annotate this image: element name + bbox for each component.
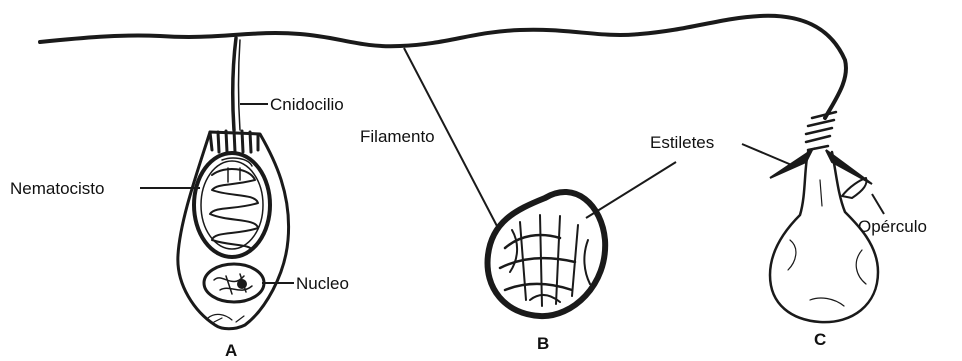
filament-coils <box>806 112 836 150</box>
panel-label-b: B <box>537 334 549 353</box>
label-operculo: Opérculo <box>858 217 927 236</box>
capsule-b <box>488 192 606 316</box>
label-nucleo: Nucleo <box>296 274 349 293</box>
panel-label-c: C <box>814 330 826 349</box>
label-filamento: Filamento <box>360 127 435 146</box>
label-cnidocilio: Cnidocilio <box>270 95 344 114</box>
coiled-thread <box>210 169 258 250</box>
discharged-filament <box>40 16 846 118</box>
leader-estiletes-c <box>742 144 794 166</box>
panel-label-a: A <box>225 341 237 360</box>
operculum <box>842 178 866 198</box>
leader-estiletes-b <box>586 162 676 218</box>
nucleus <box>204 264 264 302</box>
label-estiletes: Estiletes <box>650 133 714 152</box>
cell-a <box>178 38 289 329</box>
cnidocil <box>233 38 236 130</box>
cell-b <box>488 192 606 316</box>
label-nematocisto: Nematocisto <box>10 179 104 198</box>
leader-operculo <box>872 194 884 214</box>
